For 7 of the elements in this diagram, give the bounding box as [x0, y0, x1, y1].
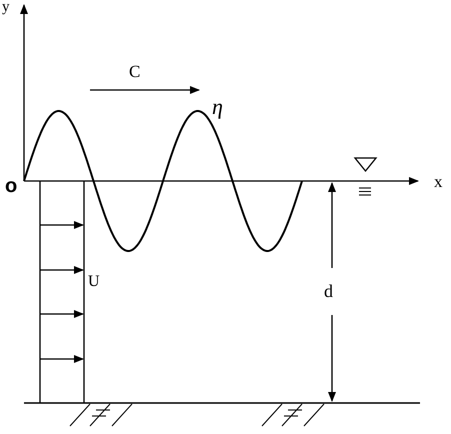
axis-label: y — [2, 0, 10, 15]
surface-elevation-label: η — [212, 96, 223, 118]
depth-label: d — [324, 282, 333, 300]
velocity-label: U — [88, 274, 100, 290]
origin-label: o — [5, 176, 18, 196]
celerity-label: C — [129, 63, 140, 80]
axis-label: x — [434, 173, 442, 190]
